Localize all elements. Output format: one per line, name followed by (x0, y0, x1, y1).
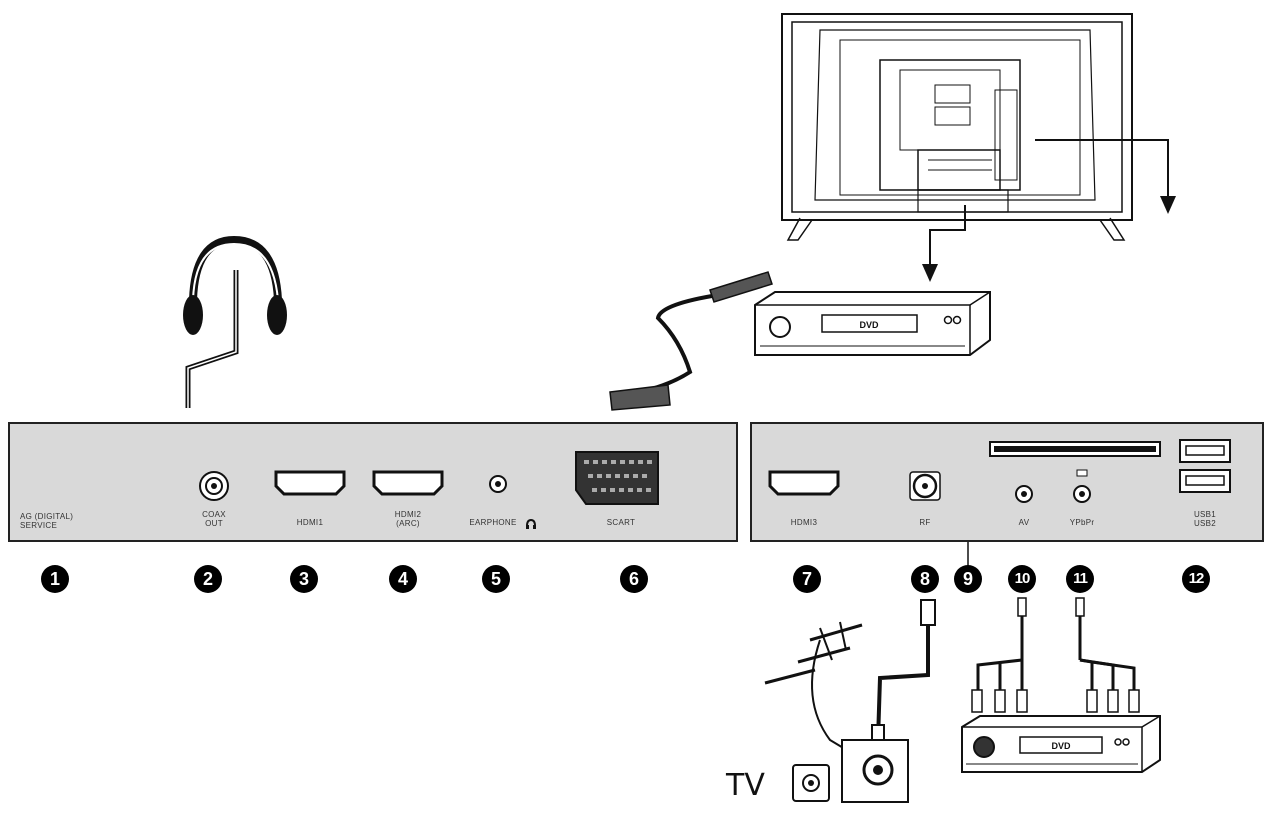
tv-back-illustration (781, 13, 1176, 282)
port-label-scart: SCART (606, 518, 636, 527)
coax-jack-icon (199, 471, 229, 501)
headphones-illustration (183, 235, 287, 408)
callout-number-8: 8 (911, 565, 939, 593)
right-panel-ports (768, 439, 1231, 503)
callout-number-4: 4 (389, 565, 417, 593)
callout-number-5: 5 (482, 565, 510, 593)
port-label-earphone: EARPHONE (469, 518, 517, 527)
callout-number-9: 9 (954, 565, 982, 593)
av-cables (971, 597, 1140, 713)
callout-number-7: 7 (793, 565, 821, 593)
callout-number-1: 1 (41, 565, 69, 593)
dvd-player-top: DVD (754, 291, 991, 356)
tv-wall-socket-label: TV (726, 768, 765, 803)
hdmi-port-icon (274, 470, 346, 496)
port-label-hdmi3: HDMI3 (790, 518, 818, 527)
callout-number-2: 2 (194, 565, 222, 593)
dvd-bottom-label: DVD (1051, 741, 1071, 751)
callout-number-6: 6 (620, 565, 648, 593)
usb-port-icon (1179, 439, 1231, 493)
dvd-player-bottom: DVD (961, 715, 1161, 773)
callout-number-11: 11 (1066, 565, 1094, 593)
scart-cable (609, 271, 773, 411)
port-label-hdmi2: HDMI2(ARC) (394, 510, 422, 528)
hdmi-port-icon (768, 470, 840, 496)
port-label-service: AG (DIGITAL)SERVICE (20, 512, 74, 530)
left-panel-ports (199, 451, 659, 505)
hdmi-port-icon (372, 470, 444, 496)
callout-number-10: 10 (1008, 565, 1036, 593)
antenna-illustration (764, 599, 936, 803)
callout-number-12: 12 (1182, 565, 1210, 593)
port-label-av: AV (1018, 518, 1030, 527)
callout-number-3: 3 (290, 565, 318, 593)
headphone-icon (526, 516, 536, 529)
port-label-hdmi1: HDMI1 (296, 518, 324, 527)
port-label-ypbpr: YPbPr (1069, 518, 1095, 527)
dvd-top-label: DVD (859, 320, 879, 330)
port-label-rf: RF (919, 518, 931, 527)
